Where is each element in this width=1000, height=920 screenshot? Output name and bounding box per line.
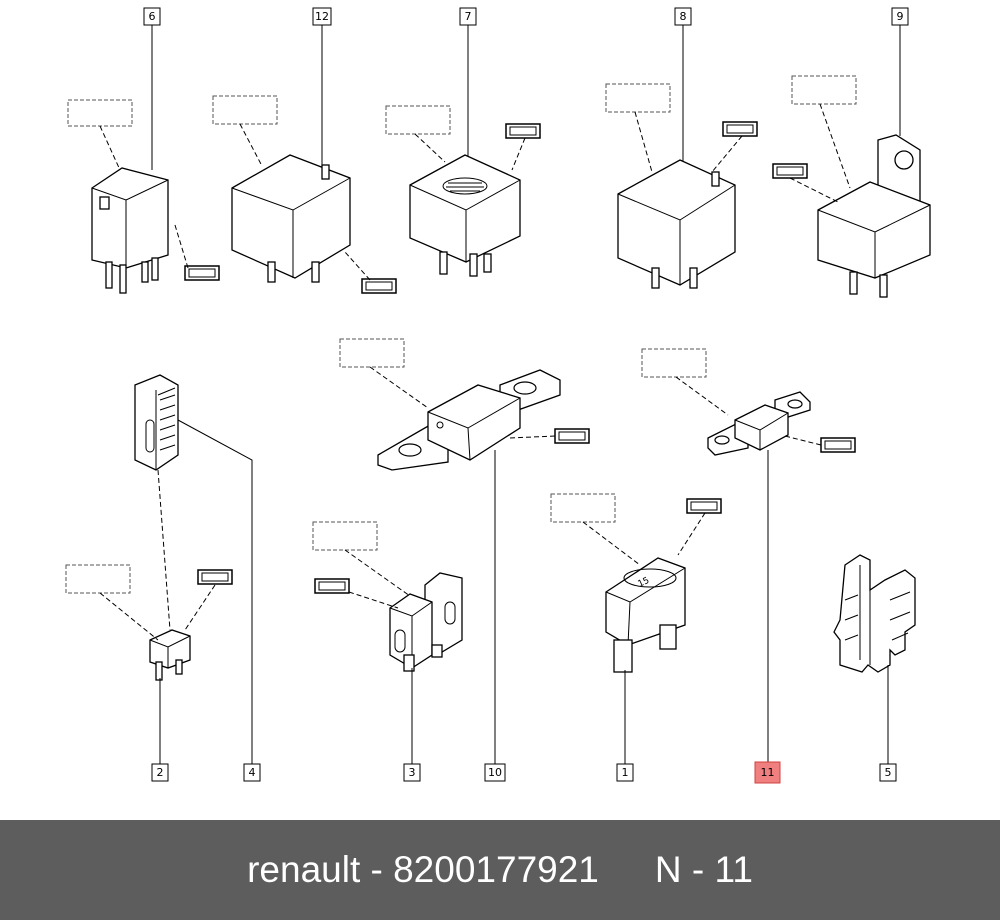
callout-2: 2 — [151, 763, 169, 782]
svg-text:5: 5 — [885, 766, 892, 779]
svg-text:9: 9 — [897, 10, 904, 23]
mega-fuse-10 — [377, 369, 561, 471]
footer-bar: renault - 8200177921 N - 11 — [0, 820, 1000, 920]
relay-6 — [91, 167, 169, 294]
svg-text:4: 4 — [249, 766, 256, 779]
callout-7: 7 — [459, 7, 477, 26]
svg-text:3: 3 — [409, 766, 416, 779]
callout-11-highlighted[interactable]: 11 — [754, 761, 781, 784]
relay-7 — [409, 154, 521, 277]
svg-text:11: 11 — [761, 766, 775, 779]
footer-ref: N - 11 — [654, 849, 753, 890]
callout-1: 1 — [616, 763, 634, 782]
fuse-rating-label: 15 — [636, 576, 651, 590]
relay-9 — [817, 134, 931, 298]
callout-5: 5 — [879, 763, 897, 782]
svg-text:8: 8 — [680, 10, 687, 23]
relay-12 — [231, 154, 351, 283]
svg-text:2: 2 — [157, 766, 164, 779]
fuse-clip-5 — [833, 554, 916, 673]
parts-diagram: 15 — [65, 7, 931, 784]
blade-fuse-3 — [389, 572, 463, 672]
relay-8 — [617, 159, 736, 289]
svg-text:1: 1 — [622, 766, 629, 779]
mini-fuse-2 — [149, 629, 191, 681]
callout-6: 6 — [143, 7, 161, 26]
fuse-holder-4 — [134, 374, 179, 471]
svg-text:10: 10 — [488, 766, 502, 779]
callout-3: 3 — [403, 763, 421, 782]
footer-brand-part: renault - 8200177921 — [247, 849, 599, 890]
callout-leaders — [151, 25, 901, 764]
svg-text:6: 6 — [149, 10, 156, 23]
mega-fuse-11 — [707, 391, 811, 456]
callout-12: 12 — [312, 7, 332, 26]
annotation-leaders — [65, 75, 857, 641]
callout-4: 4 — [243, 763, 261, 782]
svg-text:7: 7 — [465, 10, 472, 23]
svg-text:12: 12 — [315, 10, 329, 23]
callout-9: 9 — [891, 7, 909, 26]
callout-10: 10 — [484, 763, 506, 782]
callout-8: 8 — [674, 7, 692, 26]
maxi-fuse-1: 15 — [605, 557, 686, 673]
